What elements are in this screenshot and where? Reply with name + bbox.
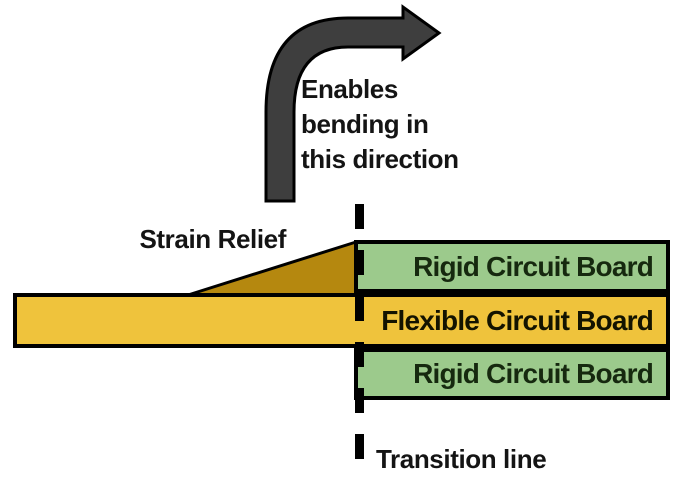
transition-dashed-line (355, 204, 364, 478)
bend-direction-line-3: this direction (301, 144, 459, 174)
bend-direction-line-1: Enables (301, 74, 398, 104)
flexible-board-label: Flexible Circuit Board (381, 304, 654, 336)
bend-direction-label: Enables bending in this direction (301, 72, 459, 177)
rigid-board-top: Rigid Circuit Board (354, 240, 670, 293)
flexible-board: Flexible Circuit Board (13, 293, 670, 348)
rigid-board-bottom: Rigid Circuit Board (354, 348, 670, 400)
bend-direction-line-2: bending in (301, 109, 429, 139)
transition-line-label: Transition line (376, 444, 547, 474)
strain-relief-label: Strain Relief (139, 224, 286, 254)
rigid-board-top-label: Rigid Circuit Board (413, 250, 654, 282)
rigid-board-bottom-label: Rigid Circuit Board (413, 358, 654, 389)
